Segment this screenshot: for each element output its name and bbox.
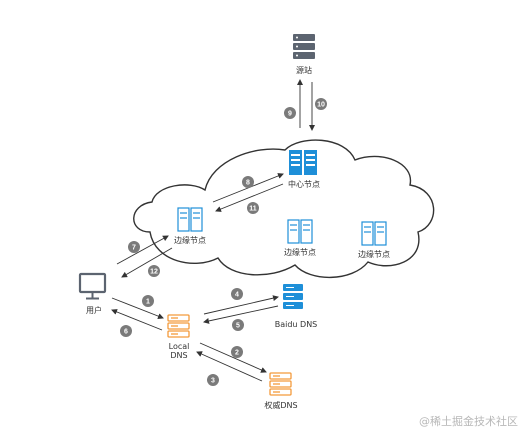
arrow-step-5 [203, 305, 279, 324]
arrow-step-2 [199, 342, 267, 373]
step-badge-11: 11 [247, 202, 259, 214]
step-badge-8: 8 [242, 176, 254, 188]
arrow-step-4 [203, 295, 279, 315]
step-badge-1: 1 [142, 295, 154, 307]
auth-dns-label: 权威DNS [264, 400, 297, 410]
step-badge-10: 10 [315, 98, 327, 110]
svg-text:1: 1 [146, 299, 150, 306]
arrow-step-3 [196, 351, 263, 382]
server-outline-icon [177, 207, 203, 232]
arrow-step-11 [215, 183, 284, 212]
local-dns-label-line2: DNS [170, 351, 187, 360]
step-badge-5: 5 [232, 319, 244, 331]
edge-node-right-label: 边缘节点 [358, 249, 390, 259]
database-icon [283, 284, 303, 309]
edge-node-left-label: 边缘节点 [174, 235, 206, 245]
svg-text:12: 12 [150, 269, 158, 276]
monitor-icon [78, 272, 107, 300]
server-stack-icon [167, 314, 190, 338]
svg-text:4: 4 [235, 292, 239, 299]
step-badge-7: 7 [128, 241, 140, 253]
step-badge-12: 12 [148, 265, 160, 277]
arrow-step-6 [111, 309, 163, 331]
baidu-dns-label: Baidu DNS [275, 320, 318, 329]
svg-text:2: 2 [235, 350, 239, 357]
step-badge-2: 2 [231, 346, 243, 358]
svg-text:8: 8 [246, 180, 250, 187]
svg-text:3: 3 [211, 378, 215, 385]
svg-text:11: 11 [249, 206, 257, 213]
step-badge-6: 6 [120, 325, 132, 337]
step-badge-3: 3 [207, 374, 219, 386]
local-dns-label-line1: Local [169, 342, 190, 351]
user-label: 用户 [86, 305, 102, 315]
svg-text:7: 7 [132, 245, 136, 252]
origin-label: 源站 [296, 65, 312, 75]
step-badge-9: 9 [284, 107, 296, 119]
server-outline-icon [361, 221, 387, 246]
arrow-step-1 [111, 297, 164, 319]
step-badge-4: 4 [231, 288, 243, 300]
svg-text:6: 6 [124, 329, 128, 336]
server-rack-icon [293, 34, 315, 59]
arrow-step-12 [121, 247, 173, 278]
svg-text:9: 9 [288, 111, 292, 118]
watermark: @稀土掘金技术社区 [419, 414, 518, 428]
server-stack-icon [269, 372, 292, 396]
arrow-step-7 [116, 235, 169, 265]
cdn-cloud [133, 139, 435, 279]
edge-node-middle-label: 边缘节点 [284, 247, 316, 257]
server-outline-icon [287, 219, 313, 244]
central-node-label: 中心节点 [288, 179, 320, 189]
svg-text:10: 10 [317, 102, 325, 109]
server-icon [289, 150, 317, 175]
svg-text:5: 5 [236, 323, 240, 330]
